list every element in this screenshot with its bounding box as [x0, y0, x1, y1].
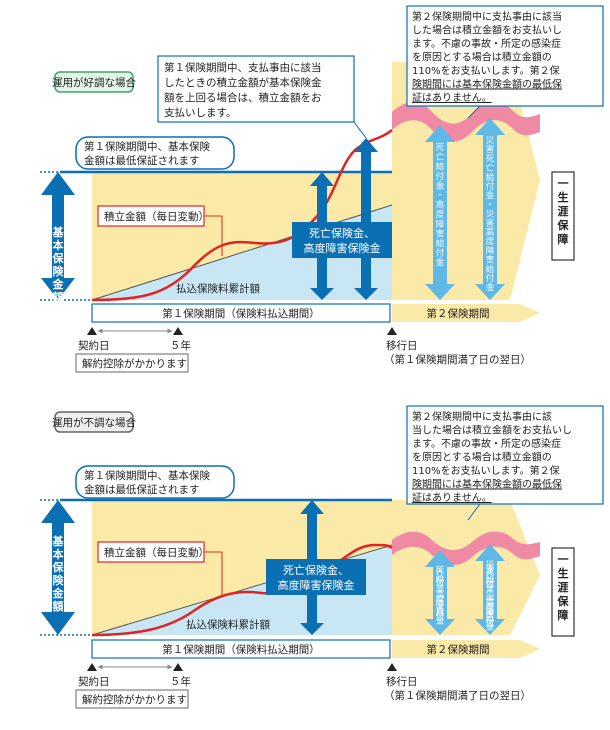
guarantee-box	[75, 136, 235, 170]
tag-good-label: 運用が好調な場合	[52, 76, 136, 89]
tag-bad-label: 運用が不調な場合	[52, 416, 136, 429]
period1-label: 第１保険期間（保険料払込期間）	[162, 307, 320, 320]
note2-bad-line2: 当した場合は積立金額をお支払いし	[412, 424, 572, 437]
p2-arrow1-label: 死亡給付金・高度障害給付金	[436, 143, 445, 268]
five-years-bad: ５年	[170, 675, 191, 688]
premium-label-bad: 払込保険料累計額	[186, 618, 270, 631]
fund-wave	[392, 102, 540, 142]
period2-label: 第２保険期間	[427, 307, 490, 320]
fund-label: 積立金額（毎日変動）	[104, 210, 209, 223]
note2-line3: ます。不慮の事故・所定の感染症	[412, 37, 561, 50]
lifetime-box-bad	[551, 547, 575, 637]
lifetime-label-bad: 一生涯保障	[557, 553, 570, 622]
transfer-day: 移行日	[386, 339, 418, 352]
note1-box	[157, 55, 355, 123]
period2-bar-bad	[392, 640, 540, 658]
death-label-bad-line1: 死亡保険金、	[283, 563, 349, 577]
fund-curve	[91, 129, 393, 302]
surrender-box	[75, 353, 189, 373]
death-label-line1: 死亡保険金、	[309, 226, 375, 240]
death-arrows-second	[425, 118, 505, 300]
note2-bad-line3: ます。不慮の事故・所定の感染症	[412, 437, 561, 450]
note1-line3: 額を上回る場合は、積立金額をお	[164, 91, 322, 104]
note1-line2: したときの積立金額が基本保険金	[164, 76, 322, 89]
note1-line4: 支払いします。	[164, 106, 236, 119]
basic-amount-arrow-bad	[41, 500, 75, 635]
death-label-bad-line2: 高度障害保険金	[278, 578, 355, 592]
basic-amount-label-bad: 基本保険金額	[52, 534, 65, 613]
tag-good	[54, 71, 134, 93]
premium-label: 払込保険料累計額	[176, 282, 260, 295]
note2-bad-line7: 証はありません。	[412, 491, 492, 504]
tag-bad	[54, 411, 134, 433]
death-label-line2: 高度障害保険金	[304, 241, 381, 255]
guarantee-bad-line1: 第１保険期間中、基本保険	[84, 469, 210, 482]
death-label-box-bad	[266, 559, 366, 595]
note2-box-bad	[406, 405, 604, 505]
note2-line2: した場合は積立金額をお支払いし	[412, 24, 562, 37]
surrender-label: 解約控除がかかります	[82, 357, 187, 370]
contract-day-bad: 契約日	[78, 675, 110, 688]
note2-box	[406, 5, 604, 107]
p2-arrow1-label-bad: 死亡給付金・高度障害給付金	[436, 566, 445, 626]
lifetime-label: 一生涯保障	[557, 177, 570, 246]
period1-bar	[91, 303, 391, 323]
guarantee-line1: 第１保険期間中、基本保険	[84, 140, 210, 153]
note2-line4: を原因とする場合は積立金額の	[412, 51, 552, 64]
period1-label-bad: 第１保険期間（保険料払込期間）	[162, 643, 320, 656]
note2-bad-line1: 第２保険期間中に支払事由に該	[412, 410, 552, 423]
section-bad: 基本保険金額 死亡保険金、 高度障害保険金 死亡給付金・高度障害給付金 災害死亡…	[40, 405, 604, 709]
period2-bar	[392, 304, 540, 322]
death-label-box	[292, 222, 392, 258]
surrender-box-bad	[75, 689, 189, 709]
fund-label-bad: 積立金額（毎日変動）	[104, 546, 209, 559]
lifetime-box	[551, 171, 575, 261]
note2-bad-line5: 110%をお支払いします。第２保	[412, 464, 560, 477]
section-good: 基本保険金額 死亡保険金、 高度障害保険金 死亡給付金・高度障害給付金 災害死亡…	[40, 5, 604, 373]
transfer-day-bad: 移行日	[386, 675, 418, 688]
five-years: ５年	[170, 339, 191, 352]
second-period-area-bad	[392, 500, 540, 635]
note2-line6: 険期間には基本保険金額の最低保	[412, 78, 562, 91]
basic-amount-arrow	[41, 172, 75, 300]
p2-arrow2-label: 災害死亡給付金・災害高度障害給付金	[486, 136, 495, 293]
surrender-label-bad: 解約控除がかかります	[82, 693, 187, 706]
period1-bar-bad	[91, 639, 391, 659]
basic-amount-label: 基本保険金額	[52, 225, 65, 304]
note2-line5: 110%をお支払いします。第２保	[412, 64, 560, 77]
transfer-note-bad: （第１保険期間満了日の翌日）	[384, 689, 531, 702]
note2-bad-line4: を原因とする場合は積立金額の	[412, 451, 552, 464]
period2-label-bad: 第２保険期間	[427, 643, 490, 656]
note2-bad-line6: 険期間には基本保険金額の最低保	[412, 478, 562, 491]
note2-line7: 証はありません。	[412, 91, 492, 104]
note2-line1: 第２保険期間中に支払事由に該当	[412, 10, 562, 23]
transfer-note: （第１保険期間満了日の翌日）	[384, 353, 531, 366]
contract-day: 契約日	[78, 339, 110, 352]
guarantee-line2: 金額は最低保証されます	[84, 154, 200, 167]
note1-line1: 第１保険期間中、支払事由に該当	[164, 61, 322, 74]
death-arrows-second-bad	[425, 544, 505, 635]
guarantee-box-bad	[75, 465, 235, 499]
guarantee-bad-line2: 金額は最低保証されます	[84, 483, 200, 496]
p2-arrow2-label-bad: 災害死亡給付金・災害高度障害給付金	[486, 560, 495, 632]
fund-wave-bad	[392, 531, 540, 566]
